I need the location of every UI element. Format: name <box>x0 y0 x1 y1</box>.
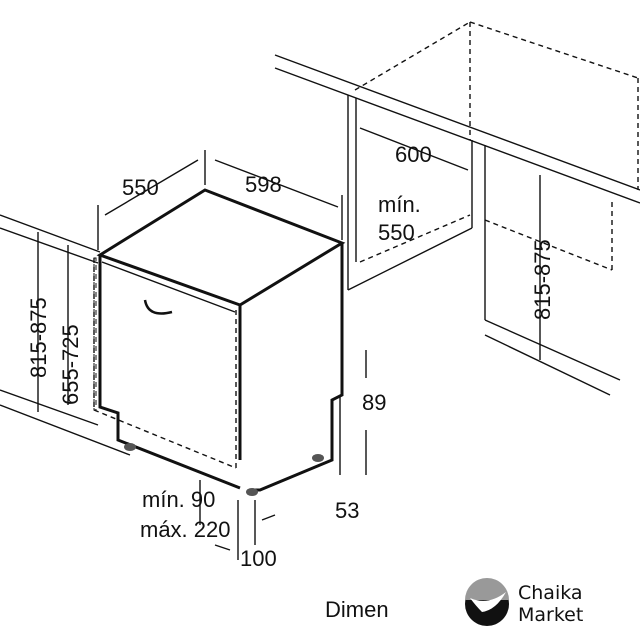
dishwasher <box>93 188 346 496</box>
door-handle-icon <box>143 299 173 315</box>
niche-width-label: 600 <box>395 142 432 167</box>
foot-icon <box>312 454 324 462</box>
total-height-label: 815-875 <box>26 297 51 378</box>
width-label: 598 <box>245 172 282 197</box>
foot-icon <box>246 488 258 496</box>
niche-depth-min-prefix: mín. <box>378 192 421 217</box>
door-height-label: 655-725 <box>58 324 83 405</box>
seagull-icon <box>470 592 506 612</box>
chaika-logo: Chaika Market <box>465 578 583 626</box>
logo-line1: Chaika <box>518 582 583 604</box>
kitchen-cabinet <box>0 21 640 456</box>
logo-line2: Market <box>518 604 583 626</box>
foot-icon <box>124 443 136 451</box>
foot-max-label: máx. 220 <box>140 517 231 542</box>
plinth-bottom-label: 53 <box>335 498 359 523</box>
niche-height-label: 815-875 <box>530 239 555 320</box>
caption: Dimen <box>325 597 389 622</box>
plinth-top-label: 89 <box>362 390 386 415</box>
foot-min-label: mín. 90 <box>142 487 215 512</box>
foot-offset-label: 100 <box>240 546 277 571</box>
dimension-lines <box>37 127 541 560</box>
niche-depth-min-value: 550 <box>378 220 415 245</box>
depth-label: 550 <box>122 175 159 200</box>
